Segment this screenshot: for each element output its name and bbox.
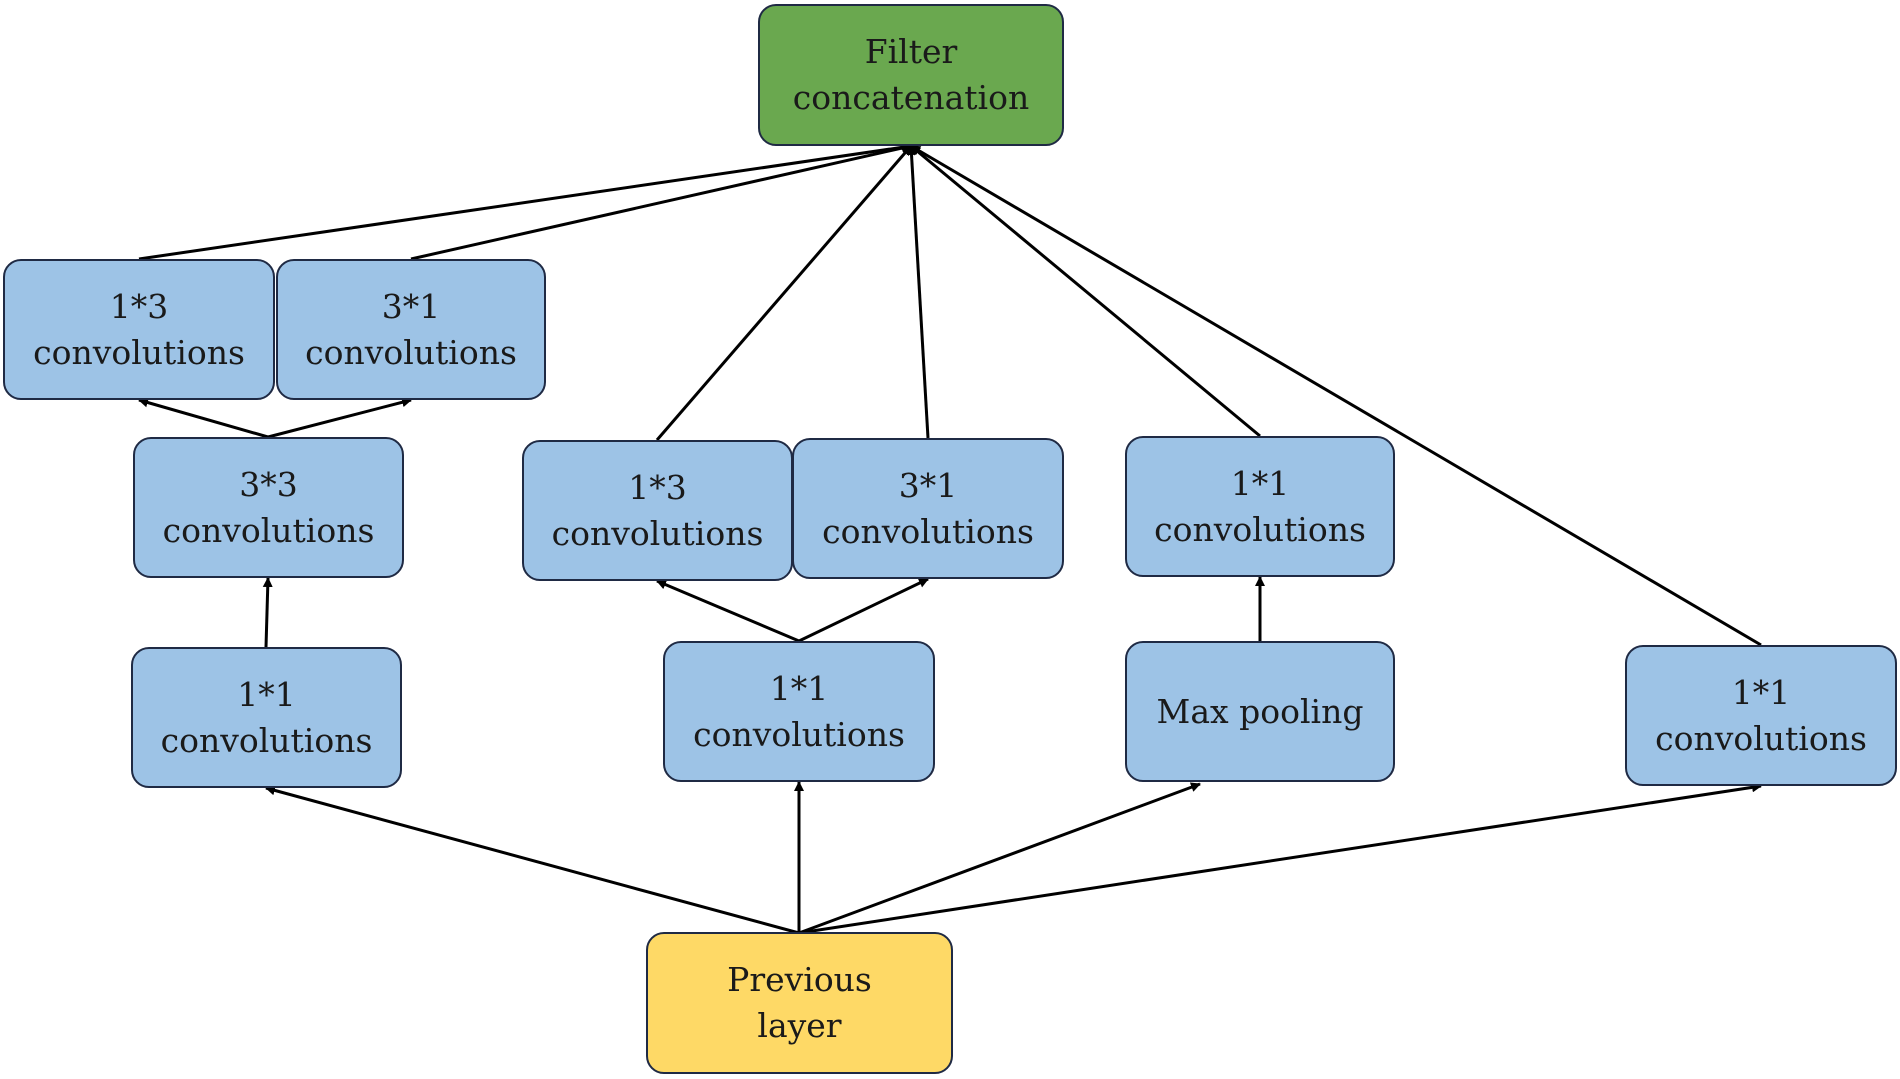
branch1-3x1-label-line2: convolutions xyxy=(305,332,517,372)
branch2-1x1-label-line1: 1*1 xyxy=(769,668,829,708)
branch2-1x1-convolutions-node: 1*1 convolutions xyxy=(663,641,935,782)
previous-layer-label-line2: layer xyxy=(757,1006,842,1045)
branch1-1x3-label-line1: 1*3 xyxy=(109,286,169,326)
branch2-1x3-convolutions-node: 1*3 convolutions xyxy=(522,440,793,581)
arrow-b4_1x1-to-filter_concat xyxy=(910,144,1762,647)
branch1-1x3-label-line2: convolutions xyxy=(33,332,245,372)
branch1-3x1-label-line1: 3*1 xyxy=(381,286,441,326)
branch1-3x3-convolutions-node: 3*3 convolutions xyxy=(133,437,404,578)
branch3-max-pooling-node: Max pooling xyxy=(1125,641,1395,782)
arrow-b1_1x1-to-b1_3x3 xyxy=(262,577,273,648)
arrow-b1_3x3-to-b1_1x3 xyxy=(138,397,269,439)
arrow-previous_layer-to-b1_1x1 xyxy=(265,785,800,935)
branch1-1x3-convolutions-node: 1*3 convolutions xyxy=(3,259,275,400)
branch1-3x3-label-line2: convolutions xyxy=(162,510,375,550)
branch2-3x1-label-line2: convolutions xyxy=(822,511,1034,551)
branch2-1x3-label-line2: convolutions xyxy=(551,513,764,553)
branch4-1x1-label-line1: 1*1 xyxy=(1731,672,1791,712)
arrow-b1_3x1-to-filter_concat xyxy=(410,143,912,261)
filter-concatenation-node: Filter concatenation xyxy=(758,4,1064,146)
branch1-3x3-label-line1: 3*3 xyxy=(239,464,298,504)
branch1-3x1-convolutions-node: 3*1 convolutions xyxy=(276,259,546,400)
arrow-b1_1x3-to-filter_concat xyxy=(138,142,912,261)
filter-concatenation-label-line1: Filter xyxy=(864,32,958,71)
arrow-b2_1x1-to-b2_1x3 xyxy=(656,579,800,643)
previous-layer-label-line1: Previous xyxy=(727,960,872,999)
arrow-b1_3x3-to-b1_3x1 xyxy=(267,397,412,439)
branch4-1x1-label-line2: convolutions xyxy=(1655,718,1867,758)
arrow-b2_3x1-to-filter_concat xyxy=(906,145,930,439)
branch1-1x1-convolutions-node: 1*1 convolutions xyxy=(131,647,402,788)
branch4-1x1-convolutions-node: 1*1 convolutions xyxy=(1625,645,1897,786)
branch1-1x1-label-line1: 1*1 xyxy=(237,674,296,714)
arrow-b3_1x1-to-filter_concat xyxy=(910,144,1261,438)
arrow-b2_1x1-to-b2_3x1 xyxy=(798,577,929,643)
branch3-1x1-label-line2: convolutions xyxy=(1154,509,1366,549)
arrow-previous_layer-to-b3_maxpool xyxy=(798,782,1201,935)
filter-concatenation-label-line2: concatenation xyxy=(792,78,1030,117)
branch3-1x1-label-line1: 1*1 xyxy=(1230,463,1290,503)
previous-layer-node: Previous layer xyxy=(646,932,953,1074)
branch2-1x3-label-line1: 1*3 xyxy=(628,467,687,507)
arrow-previous_layer-to-b4_1x1 xyxy=(798,782,1762,935)
branch1-1x1-label-line2: convolutions xyxy=(160,720,373,760)
branch3-max-pooling-label: Max pooling xyxy=(1156,691,1364,731)
arrow-b2_1x3-to-filter_concat xyxy=(655,145,913,441)
branch3-1x1-convolutions-node: 1*1 convolutions xyxy=(1125,436,1395,577)
branch2-3x1-label-line1: 3*1 xyxy=(898,465,958,505)
branch2-1x1-label-line2: convolutions xyxy=(693,714,905,754)
branch2-3x1-convolutions-node: 3*1 convolutions xyxy=(792,438,1064,579)
